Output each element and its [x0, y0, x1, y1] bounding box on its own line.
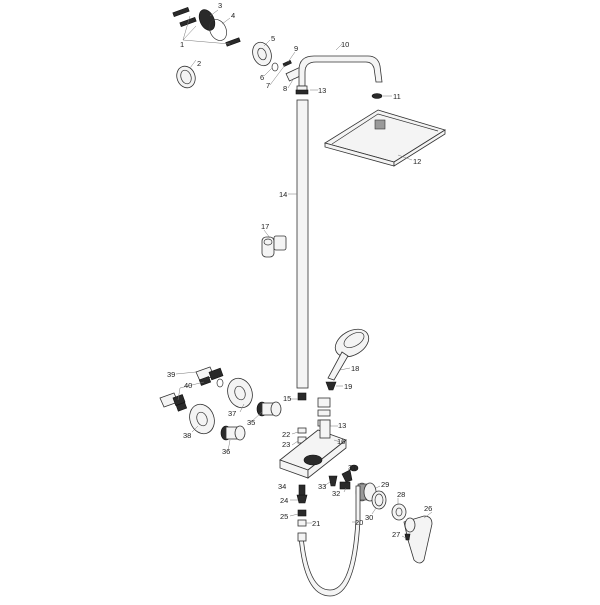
label-7: 7: [266, 81, 270, 90]
hand-shower-holder-part-17: [261, 229, 287, 258]
ring-part-30: [371, 490, 387, 515]
label-22: 22: [282, 430, 290, 439]
label-5: 5: [271, 34, 275, 43]
label-28: 28: [397, 490, 405, 499]
label-35: 35: [247, 418, 255, 427]
label-20: 20: [355, 518, 363, 527]
spindle-part-32: [339, 481, 351, 493]
label-19: 19: [344, 382, 352, 391]
fitting-part-22: [291, 427, 307, 435]
label-34: 34: [278, 482, 286, 491]
nut-part-2: [176, 65, 196, 89]
rosette-part-5: [252, 41, 272, 67]
fitting-part-15: [290, 392, 307, 401]
label-17: 17: [261, 222, 269, 231]
nut-part-21: [297, 519, 312, 527]
ring-part-4: [209, 19, 227, 41]
wall-plate-part-3: [198, 9, 216, 31]
cap-part-28: [391, 498, 407, 521]
valve-part-24: [290, 484, 308, 504]
label-39: 39: [167, 370, 175, 379]
label-1: 1: [180, 40, 184, 49]
label-13: 13: [318, 86, 326, 95]
connector-part-39-upper: [195, 366, 224, 382]
label-32: 32: [332, 489, 340, 498]
connector-part-40-lower: [175, 402, 188, 412]
label-8: 8: [283, 84, 287, 93]
hand-shower-part-18: [327, 328, 370, 381]
label-10: 10: [341, 40, 349, 49]
valve-part-33: [323, 475, 338, 487]
label-24: 24: [280, 496, 288, 505]
connector-part-40-upper: [198, 376, 224, 388]
label-26: 26: [424, 504, 432, 513]
label-16: 16: [337, 437, 345, 446]
callout-labels: 1 2 3 4 5 6 7 8 9 10 11 12 13 14 17 18 1…: [167, 1, 432, 539]
label-38: 38: [183, 431, 191, 440]
conical-nut-part-19: [325, 381, 343, 391]
label-30: 30: [365, 513, 373, 522]
rosette-part-37: [227, 377, 253, 409]
screw-part-1c: [225, 37, 241, 47]
handle-part-31: [341, 464, 359, 483]
label-31: 31: [348, 463, 356, 472]
screw-part-27: [401, 533, 411, 541]
shower-pipe-part-14: [288, 89, 318, 389]
washer-part-11: [371, 93, 392, 99]
washer-part-25: [289, 509, 307, 517]
thermostat-body-part-16: [279, 419, 347, 479]
washer-part-6: [271, 62, 279, 72]
label-3: 3: [218, 1, 222, 10]
label-23: 23: [282, 440, 290, 449]
label-4: 4: [231, 11, 235, 20]
label-6: 6: [260, 73, 264, 82]
label-2: 2: [197, 59, 201, 68]
label-40: 40: [184, 381, 192, 390]
label-27: 27: [392, 530, 400, 539]
label-15: 15: [283, 394, 291, 403]
rosette-part-38: [189, 403, 215, 435]
label-12: 12: [413, 157, 421, 166]
label-13b: 13: [338, 421, 346, 430]
shower-hose-part-20: [297, 485, 361, 597]
fitting-part-36: [220, 425, 246, 441]
label-33: 33: [318, 482, 326, 491]
shower-arm-part-10: [296, 43, 383, 92]
label-11: 11: [393, 92, 401, 101]
label-37: 37: [228, 409, 236, 418]
fitting-part-35: [256, 401, 282, 417]
connector-part-39-lower: [159, 392, 186, 408]
label-14: 14: [279, 190, 287, 199]
label-36: 36: [222, 447, 230, 456]
wall-bracket-assembly: [172, 6, 305, 89]
screw-part-1a: [172, 6, 190, 18]
handle-part-26: [403, 511, 433, 564]
bolt-part-7: [282, 60, 292, 67]
label-9: 9: [294, 44, 298, 53]
label-29: 29: [381, 480, 389, 489]
label-18: 18: [351, 364, 359, 373]
label-25: 25: [280, 512, 288, 521]
overhead-shower-part-12: [324, 109, 446, 167]
label-21: 21: [312, 519, 320, 528]
